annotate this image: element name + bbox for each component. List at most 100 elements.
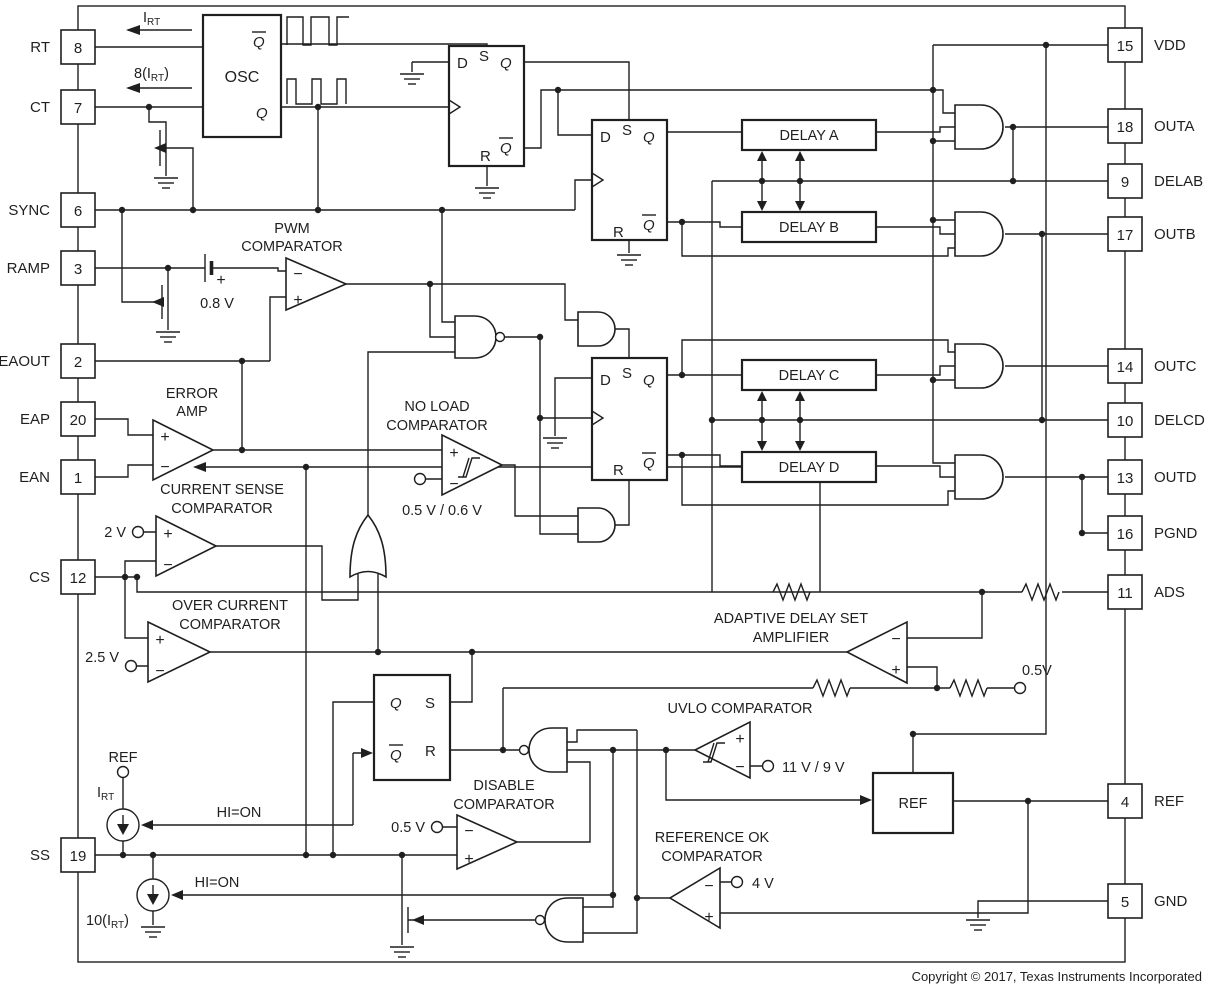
- 2v-terminal: [131, 525, 145, 539]
- svg-text:S: S: [425, 695, 435, 712]
- svg-text:R: R: [613, 462, 624, 479]
- svg-text:DELCD: DELCD: [1154, 412, 1205, 429]
- i10rt-label: 10(IRT): [86, 913, 129, 931]
- battery-0v8: [204, 254, 214, 282]
- svg-text:SS: SS: [30, 847, 50, 864]
- gnd-pin5: [965, 919, 991, 931]
- svg-text:10: 10: [1117, 413, 1134, 430]
- svg-text:17: 17: [1117, 227, 1134, 244]
- nand-gate-latch: [518, 727, 568, 773]
- pin-vdd: 15 VDD: [1107, 27, 1186, 63]
- gnd-ff1d: [399, 73, 425, 85]
- svg-text:DELAY A: DELAY A: [779, 128, 838, 144]
- uvlo-terminal: [761, 759, 775, 773]
- svg-text:Q: Q: [500, 55, 512, 72]
- pin-gnd: 5 GND: [1107, 883, 1188, 919]
- pin-ean: 1 EAN: [19, 459, 96, 495]
- pin-outa: 18 OUTA: [1107, 108, 1195, 144]
- gnd-ff3d: [542, 437, 568, 449]
- svg-text:2: 2: [74, 354, 82, 371]
- gnd-i10: [140, 926, 166, 938]
- svg-text:0.5 V: 0.5 V: [391, 820, 425, 836]
- svg-text:CT: CT: [30, 99, 50, 116]
- svg-text:13: 13: [1117, 470, 1134, 487]
- pin-ct: 7 CT: [30, 89, 96, 125]
- svg-text:EAN: EAN: [19, 469, 50, 486]
- arrowheads: [126, 25, 872, 925]
- svg-text:−: −: [160, 459, 169, 476]
- fet2-arrow-icon: [152, 297, 164, 307]
- svg-text:DELAY C: DELAY C: [779, 368, 840, 384]
- flipflop-1: D S Q Q R: [447, 44, 526, 168]
- svg-text:2 V: 2 V: [104, 525, 126, 541]
- svg-text:D: D: [457, 55, 468, 72]
- svg-text:SYNC: SYNC: [8, 202, 50, 219]
- mosfet-ramp: [155, 283, 181, 343]
- svg-text:Q: Q: [253, 34, 265, 51]
- svg-text:OSC: OSC: [225, 69, 260, 86]
- pin-eaout: 2 EAOUT: [0, 343, 96, 379]
- pin-sync: 6 SYNC: [8, 192, 96, 228]
- svg-text:REF: REF: [1154, 793, 1184, 810]
- and-gate-top: [577, 311, 616, 347]
- svg-text:COMPARATOR: COMPARATOR: [453, 797, 555, 813]
- delay-adjust-arrows: [757, 151, 805, 451]
- and-gate-outa: [954, 104, 1004, 150]
- svg-text:7: 7: [74, 100, 82, 117]
- svg-text:D: D: [600, 129, 611, 146]
- svg-text:CS: CS: [29, 569, 50, 586]
- svg-text:Q: Q: [500, 140, 512, 157]
- svg-text:Q: Q: [643, 455, 655, 472]
- gnd-ff1r: [474, 187, 500, 199]
- svg-text:+: +: [216, 272, 225, 289]
- svg-text:REF: REF: [899, 796, 928, 812]
- svg-text:−: −: [891, 631, 900, 648]
- pin-pgnd: 16 PGND: [1107, 515, 1198, 551]
- svg-text:PWM: PWM: [274, 221, 309, 237]
- pin-outc: 14 OUTC: [1107, 348, 1197, 384]
- svg-text:0.8 V: 0.8 V: [200, 296, 234, 312]
- disable-terminal: [430, 820, 444, 834]
- pin-cs: 12 CS: [29, 559, 96, 595]
- hysteresis-icon: [458, 457, 480, 478]
- svg-text:19: 19: [70, 848, 87, 865]
- svg-text:COMPARATOR: COMPARATOR: [386, 418, 488, 434]
- pin-eap: 20 EAP: [20, 401, 96, 437]
- svg-text:REF: REF: [109, 750, 138, 766]
- svg-text:EAOUT: EAOUT: [0, 353, 50, 370]
- svg-text:2.5 V: 2.5 V: [85, 650, 119, 666]
- pin-ramp: 3 RAMP: [7, 250, 96, 286]
- svg-text:AMP: AMP: [176, 404, 207, 420]
- reference-ok-comparator: − + REFERENCE OK COMPARATOR 4 V: [655, 830, 774, 930]
- svg-text:+: +: [293, 292, 302, 309]
- svg-text:Q: Q: [390, 695, 402, 712]
- svg-text:0.5V: 0.5V: [1022, 663, 1052, 679]
- svg-text:−: −: [293, 266, 302, 283]
- hion1-arrow-icon: [141, 820, 153, 830]
- svg-text:S: S: [622, 365, 632, 382]
- latch-qbar-arrow-icon: [361, 748, 373, 758]
- pwm-comparator: − + PWM COMPARATOR: [241, 221, 349, 312]
- nand-gate-bottom: [534, 897, 584, 943]
- svg-text:PGND: PGND: [1154, 525, 1198, 542]
- svg-text:Q: Q: [643, 217, 655, 234]
- svg-text:18: 18: [1117, 119, 1134, 136]
- svg-text:S: S: [479, 48, 489, 65]
- svg-text:NO LOAD: NO LOAD: [404, 399, 469, 415]
- svg-text:15: 15: [1117, 38, 1134, 55]
- svg-text:DISABLE: DISABLE: [473, 778, 535, 794]
- svg-text:−: −: [464, 823, 473, 840]
- svg-text:R: R: [480, 148, 491, 165]
- svg-text:COMPARATOR: COMPARATOR: [241, 239, 343, 255]
- ea-feedback-arrow-icon: [193, 462, 206, 472]
- misc-labels: 0.8 V + REF HI=ON HI=ON IRT 10(IRT) IRT …: [86, 10, 1202, 984]
- and-gate-outb: [954, 211, 1004, 257]
- svg-text:4 V: 4 V: [752, 876, 774, 892]
- svg-text:9: 9: [1121, 174, 1129, 191]
- svg-text:12: 12: [70, 570, 87, 587]
- svg-text:Q: Q: [390, 747, 402, 764]
- svg-text:REFERENCE OK: REFERENCE OK: [655, 830, 770, 846]
- svg-text:+: +: [163, 526, 172, 543]
- svg-text:UVLO COMPARATOR: UVLO COMPARATOR: [667, 701, 812, 717]
- error-amp: + − ERROR AMP: [152, 386, 218, 482]
